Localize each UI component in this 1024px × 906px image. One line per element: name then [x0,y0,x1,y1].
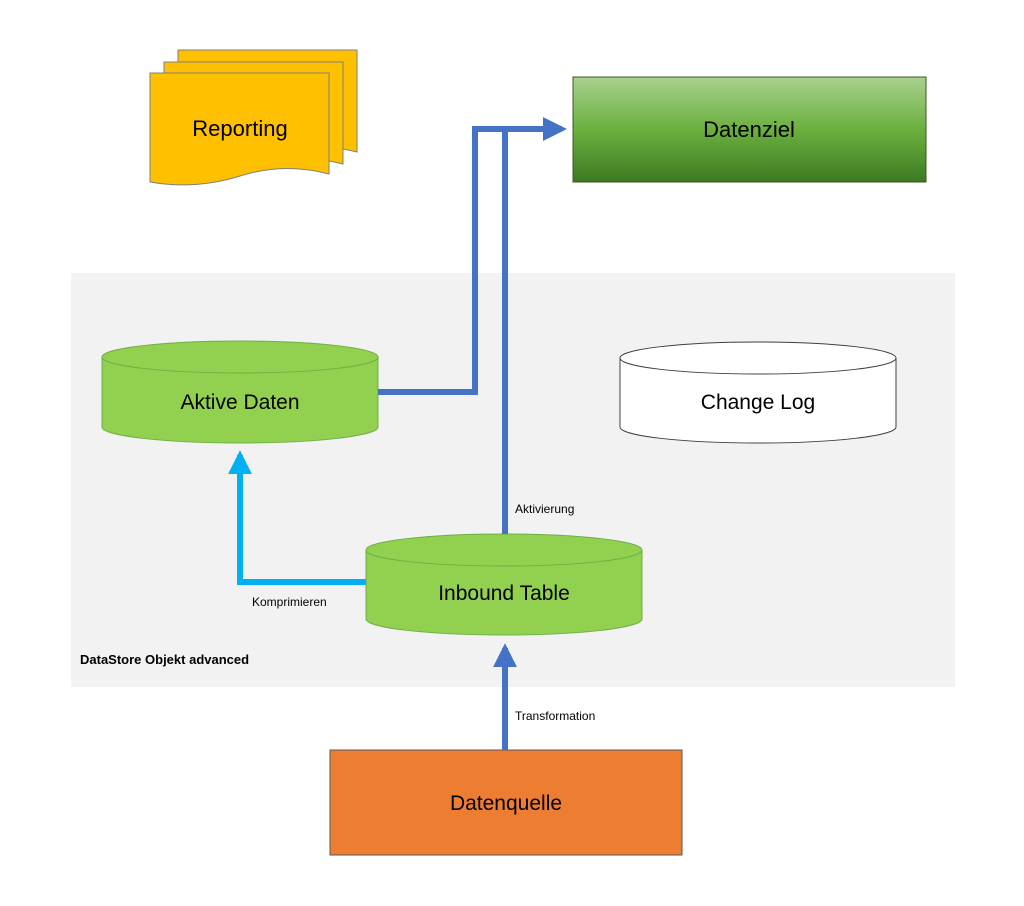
inbound-table-node[interactable]: Inbound Table [365,533,643,636]
reporting-label: Reporting [192,116,287,141]
change-log-node[interactable]: Change Log [619,341,897,444]
komprimieren-label: Komprimieren [252,595,327,609]
datenquelle-label: Datenquelle [450,792,562,815]
change-log-label: Change Log [701,391,815,414]
transformation-label: Transformation [515,709,595,723]
datastore-container-label: DataStore Objekt advanced [80,652,249,667]
datenziel-label: Datenziel [703,117,795,142]
edge-aktivierung [502,117,567,534]
reporting-node[interactable]: Reporting [149,49,358,186]
datenquelle-node[interactable]: Datenquelle [329,749,683,856]
aktivierung-label: Aktivierung [515,502,574,516]
inbound-table-label: Inbound Table [438,582,570,605]
aktive-daten-node[interactable]: Aktive Daten [101,340,379,444]
edge-komprimieren [228,450,366,585]
aktive-daten-label: Aktive Daten [180,391,299,414]
datenziel-node[interactable]: Datenziel [572,76,927,183]
